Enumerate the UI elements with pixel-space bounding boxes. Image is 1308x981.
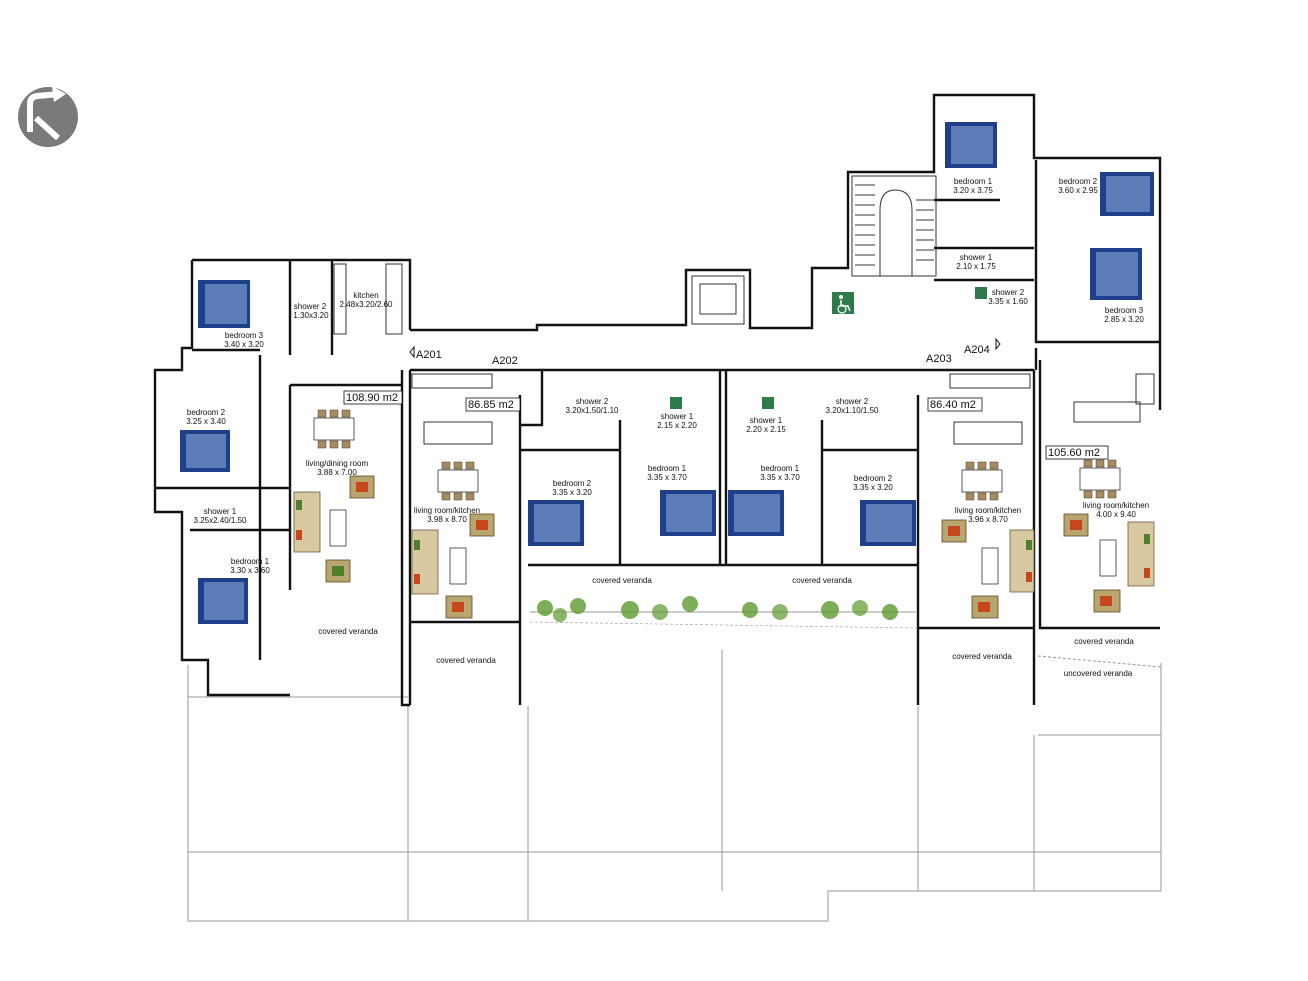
room-dims: 3.35 x 3.70: [760, 473, 800, 482]
room-name: shower 1: [204, 507, 237, 516]
room-dims: 3.40 x 3.20: [224, 340, 264, 349]
coffee-table: [329, 509, 1117, 585]
dining-table: [313, 409, 1121, 501]
kitchen-counter: [333, 263, 1155, 445]
room-dims: 3.25 x 3.40: [186, 417, 226, 426]
room-dims: 3.35 x 1.60: [988, 297, 1028, 306]
room-name: shower 2: [576, 397, 609, 406]
armchair: [325, 475, 1121, 619]
room-name: bedroom 3: [1105, 306, 1144, 315]
room-name: shower 1: [661, 412, 694, 421]
sofa: [293, 491, 1155, 595]
room-dims: 3.20 x 3.75: [953, 186, 993, 195]
room-dims: 4.00 x 9.40: [1096, 510, 1136, 519]
room-name: living room/kitchen: [414, 506, 480, 515]
room-dims: 2.10 x 1.75: [956, 262, 996, 271]
room-dims: 3.25x2.40/1.50: [194, 516, 247, 525]
room-name: bedroom 3: [225, 331, 264, 340]
planter: [529, 596, 917, 629]
room-dims: 2.20 x 2.15: [746, 425, 786, 434]
wheelchair-icon: [670, 287, 987, 409]
room-dims: 2.48x3.20/2.60: [340, 300, 393, 309]
room-name: living room/kitchen: [955, 506, 1021, 515]
room-dims: 3.96 x 8.70: [968, 515, 1008, 524]
unit-marker-a203: A203: [926, 353, 952, 365]
room-dims: 3.20x1.50/1.10: [566, 406, 619, 415]
terrace-grid: [187, 650, 1162, 922]
svg-text:A203: A203: [926, 353, 952, 365]
room-dims: 3.35 x 3.20: [853, 483, 893, 492]
veranda-label: covered veranda: [592, 576, 652, 585]
svg-text:A201: A201: [416, 349, 442, 361]
svg-text:A204: A204: [964, 344, 990, 356]
veranda-label: covered veranda: [318, 627, 378, 636]
room-name: shower 1: [960, 253, 993, 262]
room-name: bedroom 1: [954, 177, 993, 186]
room-dims: 3.98 x 8.70: [427, 515, 467, 524]
room-name: living room/kitchen: [1083, 501, 1149, 510]
unit-marker-a202: A202: [492, 355, 518, 367]
room-name: shower 2: [992, 288, 1025, 297]
veranda-label: covered veranda: [952, 652, 1012, 661]
staircase: [851, 175, 937, 277]
room-name: bedroom 1: [648, 464, 687, 473]
room-name: kitchen: [353, 291, 378, 300]
room-name: shower 2: [294, 302, 327, 311]
walls: [153, 93, 1162, 707]
veranda-label: covered veranda: [436, 656, 496, 665]
svg-text:86.85 m2: 86.85 m2: [468, 399, 514, 411]
svg-text:A202: A202: [492, 355, 518, 367]
room-dims: 3.35 x 3.20: [552, 488, 592, 497]
veranda-label: covered veranda: [792, 576, 852, 585]
room-name: bedroom 2: [187, 408, 226, 417]
elevator-shaft: [691, 275, 745, 325]
wheelchair-icon: [832, 292, 854, 314]
room-dims: 3.30 x 3.60: [230, 566, 270, 575]
unit-marker-a201: A201: [409, 345, 442, 361]
unit-area-a204: 105.60 m2: [1045, 445, 1109, 460]
svg-text:105.60 m2: 105.60 m2: [1048, 447, 1100, 459]
room-dims: 3.35 x 3.70: [647, 473, 687, 482]
room-name: living/dining room: [306, 459, 369, 468]
unit-area-a201: 108.90 m2: [343, 390, 403, 405]
unit-area-a202: 86.85 m2: [465, 397, 521, 412]
veranda-label: uncovered veranda: [1064, 669, 1133, 678]
room-name: bedroom 1: [231, 557, 270, 566]
room-name: bedroom 2: [854, 474, 893, 483]
room-dims: 1.30x3.20: [293, 311, 329, 320]
room-name: bedroom 2: [553, 479, 592, 488]
room-dims: 2.85 x 3.20: [1104, 315, 1144, 324]
room-dims: 2.15 x 2.20: [657, 421, 697, 430]
circular-arrow-logo: [18, 86, 78, 147]
unit-area-a203: 86.40 m2: [927, 397, 983, 412]
room-dims: 3.60 x 2.95: [1058, 186, 1098, 195]
room-dims: 3.88 x 7.00: [317, 468, 357, 477]
room-name: shower 1: [750, 416, 783, 425]
veranda-label: covered veranda: [1074, 637, 1134, 646]
room-name: shower 2: [836, 397, 869, 406]
svg-text:108.90 m2: 108.90 m2: [346, 392, 398, 404]
bed: [180, 122, 1154, 624]
svg-text:86.40 m2: 86.40 m2: [930, 399, 976, 411]
room-name: bedroom 1: [761, 464, 800, 473]
unit-marker-a204: A204: [964, 337, 1001, 356]
room-name: bedroom 2: [1059, 177, 1098, 186]
room-dims: 3.20x1.10/1.50: [826, 406, 879, 415]
